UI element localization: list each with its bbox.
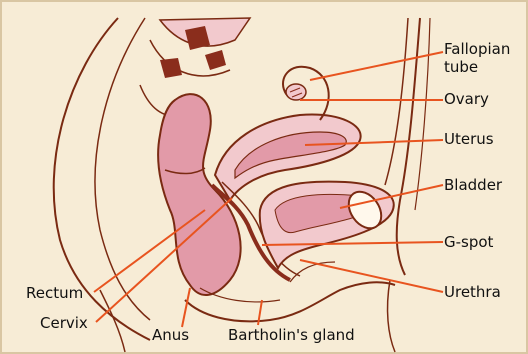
label-anus: Anus xyxy=(152,326,189,344)
label-fallopian-tube: Fallopian tube xyxy=(444,40,510,76)
ovary-shape xyxy=(286,84,306,100)
leader-lines xyxy=(94,52,443,327)
label-g-spot: G-spot xyxy=(444,233,493,251)
label-rectum: Rectum xyxy=(26,284,83,302)
label-ovary: Ovary xyxy=(444,90,489,108)
label-uterus: Uterus xyxy=(444,130,494,148)
body-outline-back-inner xyxy=(95,18,150,320)
leader-fallopian-tube xyxy=(310,52,443,80)
label-urethra: Urethra xyxy=(444,283,501,301)
label-cervix: Cervix xyxy=(40,314,88,332)
label-bladder: Bladder xyxy=(444,176,502,194)
leader-anus xyxy=(182,288,190,327)
leader-urethra xyxy=(300,260,443,292)
abdominal-wall-outer xyxy=(397,18,420,275)
label-bartholins-gland: Bartholin's gland xyxy=(228,326,355,344)
